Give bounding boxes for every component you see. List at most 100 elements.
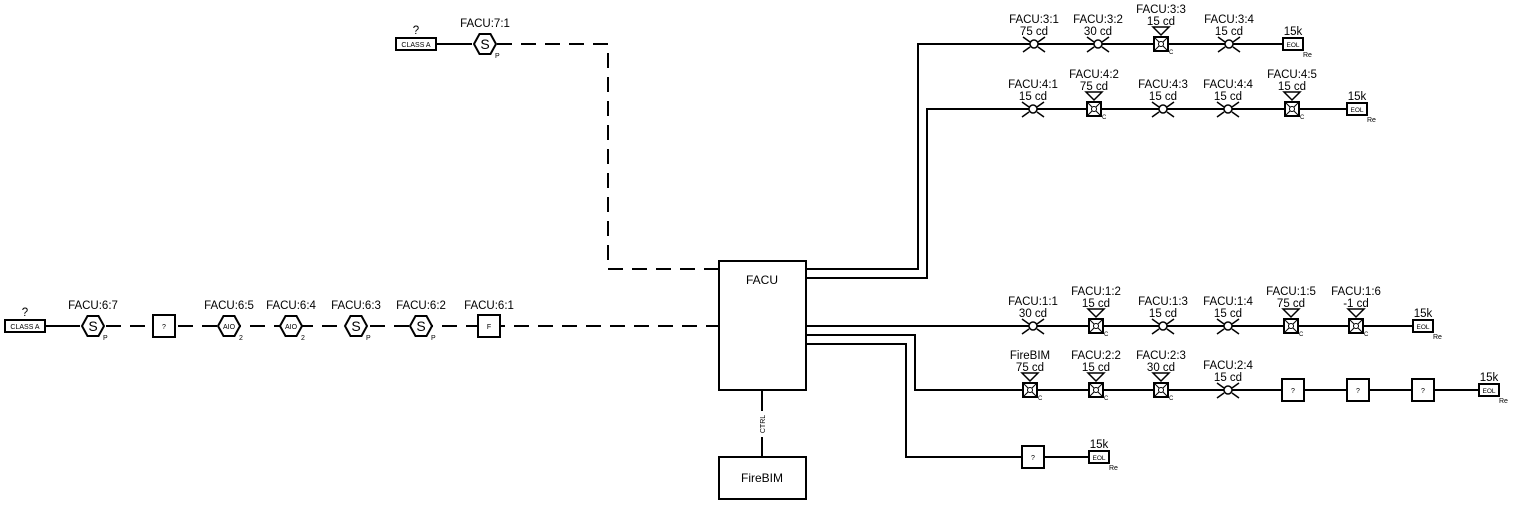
device-candela: 15 cd bbox=[1147, 16, 1175, 28]
strobe-ray bbox=[1036, 318, 1045, 325]
horn-strobe-icon bbox=[1282, 91, 1302, 117]
strobe-ray bbox=[1231, 392, 1240, 399]
device-name: FACU:4:5 bbox=[1267, 69, 1317, 81]
eol-value: 15k bbox=[1480, 372, 1499, 384]
strobe-ray bbox=[1232, 36, 1241, 43]
unknown-device-icon bbox=[1021, 445, 1045, 469]
device-name: FACU:3:1 bbox=[1009, 14, 1059, 26]
strobe-ray bbox=[1231, 111, 1240, 118]
device-unknown[interactable]: ? bbox=[1346, 378, 1370, 402]
strobe-ray bbox=[1022, 36, 1031, 43]
class-a-terminal[interactable]: CLASS A? bbox=[4, 307, 46, 333]
eol-label: EOL bbox=[1092, 455, 1105, 462]
device-unknown[interactable]: ? bbox=[152, 314, 176, 338]
strobe-ray bbox=[1166, 318, 1175, 325]
device-subscript: P bbox=[431, 335, 436, 342]
device-name: FACU:6:2 bbox=[396, 300, 446, 312]
strobe-ray bbox=[1231, 101, 1240, 108]
device-strobe[interactable]: FACU:4:115 cd bbox=[1008, 79, 1058, 118]
class-a-terminal[interactable]: CLASS A? bbox=[395, 25, 437, 51]
device-candela: 75 cd bbox=[1020, 26, 1048, 38]
device-strobe[interactable]: FACU:1:315 cd bbox=[1138, 296, 1188, 335]
facu-panel[interactable]: FACU bbox=[718, 260, 807, 391]
eol-label: EOL bbox=[1416, 324, 1429, 331]
device-strobe[interactable]: FACU:3:175 cd bbox=[1009, 14, 1059, 53]
horn-strobe-icon bbox=[1151, 372, 1171, 398]
device-subscript: C bbox=[1300, 115, 1305, 121]
device-glyph: AIO bbox=[223, 324, 236, 331]
unknown-device-icon bbox=[1411, 378, 1435, 402]
class-a-box bbox=[4, 319, 46, 333]
device-subscript: 2 bbox=[301, 335, 305, 342]
eol-subscript: Re bbox=[1367, 117, 1376, 124]
device-candela: 15 cd bbox=[1019, 91, 1047, 103]
wire-nac5 bbox=[806, 343, 1097, 458]
device-smoke[interactable]: SP FACU:6:2 bbox=[396, 300, 446, 342]
device-unknown[interactable]: ? bbox=[1411, 378, 1435, 402]
device-strobe[interactable]: FACU:4:315 cd bbox=[1138, 79, 1188, 118]
horn-lamp bbox=[1288, 323, 1294, 329]
wire-slc7 bbox=[497, 43, 719, 270]
strobe-ray bbox=[1086, 46, 1095, 53]
strobe-icon bbox=[1151, 101, 1175, 118]
eol-value: 15k bbox=[1348, 91, 1367, 103]
strobe-ray bbox=[1086, 36, 1095, 43]
device-strobe[interactable]: FACU:1:130 cd bbox=[1008, 296, 1058, 335]
device-name: FACU:2:2 bbox=[1071, 350, 1121, 362]
eol-subscript: Re bbox=[1109, 465, 1118, 472]
ctrl-label: CTRL bbox=[760, 415, 767, 433]
device-horn-strobe[interactable]: C FACU:4:515 cd bbox=[1267, 69, 1317, 121]
horn-lamp bbox=[1353, 323, 1359, 329]
device-candela: 75 cd bbox=[1277, 298, 1305, 310]
horn-lamp bbox=[1289, 106, 1295, 112]
device-strobe[interactable]: FACU:4:415 cd bbox=[1203, 79, 1254, 118]
strobe-lamp bbox=[1224, 39, 1234, 49]
device-candela: 75 cd bbox=[1016, 362, 1044, 374]
horn-lamp bbox=[1158, 41, 1164, 47]
wire-nac4 bbox=[806, 108, 1356, 279]
firebim-panel[interactable]: FireBIM bbox=[718, 456, 807, 500]
horn-strobe-icon bbox=[1020, 372, 1040, 398]
device-strobe[interactable]: FACU:2:415 cd bbox=[1203, 360, 1254, 399]
device-name: FACU:6:5 bbox=[204, 300, 254, 312]
device-subscript: C bbox=[1364, 332, 1369, 338]
device-unknown[interactable]: ? bbox=[1281, 378, 1305, 402]
class-a-label: CLASS A bbox=[401, 42, 431, 49]
device-strobe[interactable]: FACU:1:415 cd bbox=[1203, 296, 1254, 335]
eol-subscript: Re bbox=[1433, 334, 1442, 341]
device-glyph: S bbox=[416, 318, 425, 334]
device-name: FACU:2:4 bbox=[1203, 360, 1253, 372]
device-name: FACU:1:2 bbox=[1071, 286, 1121, 298]
device-candela: 15 cd bbox=[1082, 362, 1110, 374]
device-glyph: S bbox=[88, 318, 97, 334]
horn-lamp bbox=[1091, 106, 1097, 112]
horn-strobe-icon bbox=[1281, 308, 1301, 334]
device-strobe[interactable]: FACU:3:415 cd bbox=[1204, 14, 1255, 53]
strobe-lamp bbox=[1158, 321, 1168, 331]
device-subscript: C bbox=[1169, 50, 1174, 56]
device-candela: 15 cd bbox=[1278, 81, 1306, 93]
device-unknown[interactable]: ? bbox=[1021, 445, 1045, 469]
device-strobe[interactable]: FACU:3:230 cd bbox=[1073, 14, 1123, 53]
aio-module-icon bbox=[216, 315, 242, 337]
